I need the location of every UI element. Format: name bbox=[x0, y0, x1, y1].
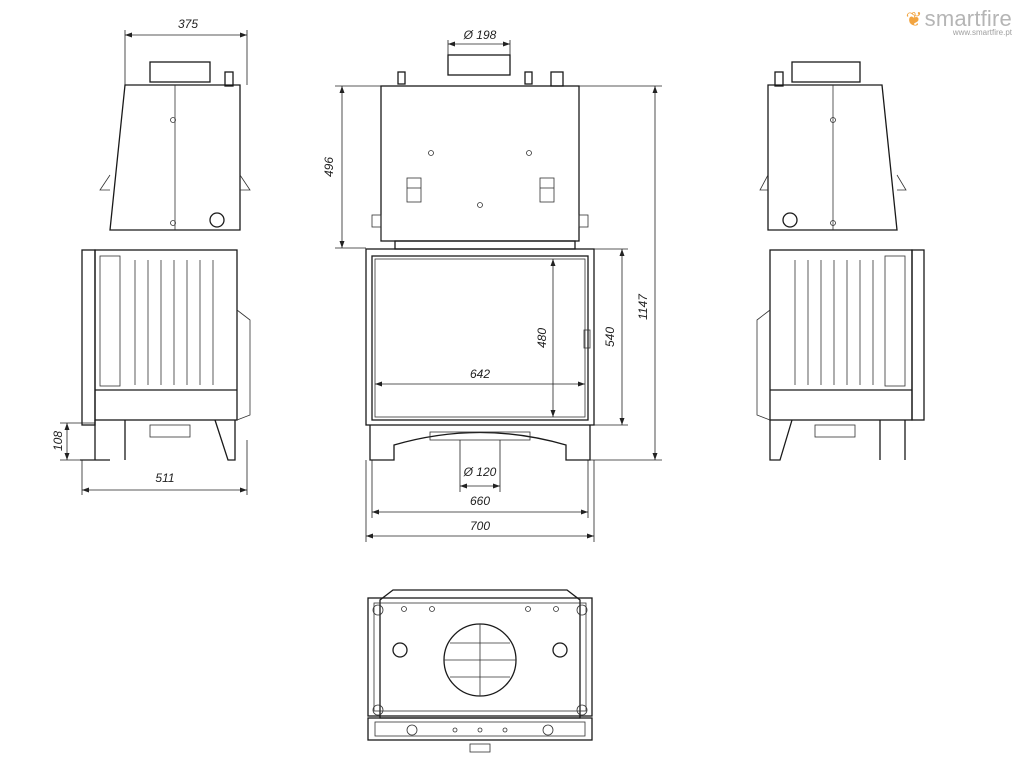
dim-total-width: 700 bbox=[470, 519, 490, 533]
dim-door-height: 540 bbox=[603, 327, 617, 347]
left-side-view bbox=[80, 61, 251, 461]
dim-glass-height: 480 bbox=[535, 328, 549, 348]
front-dimensions bbox=[335, 40, 662, 542]
dim-door-width: 642 bbox=[470, 367, 490, 381]
dim-inner-width: 660 bbox=[470, 494, 490, 508]
dim-side-base-width: 511 bbox=[155, 471, 174, 485]
brand-url: www.smartfire.pt bbox=[952, 28, 1012, 37]
dim-air-inlet-diameter: Ø 120 bbox=[463, 465, 497, 479]
dim-hood-height: 496 bbox=[322, 157, 336, 177]
flame-icon: ❦ bbox=[905, 9, 923, 31]
brand-logo: ❦smartfire www.smartfire.pt bbox=[906, 6, 1012, 37]
side-ribs bbox=[134, 260, 214, 385]
dim-side-leg-height: 108 bbox=[51, 431, 65, 451]
dim-side-top-width: 375 bbox=[178, 17, 198, 31]
left-dimensions bbox=[60, 30, 248, 495]
top-view bbox=[367, 589, 593, 753]
dim-total-height: 1147 bbox=[636, 293, 650, 320]
front-view bbox=[365, 54, 595, 461]
right-side-view bbox=[756, 61, 925, 461]
brand-name: ❦smartfire bbox=[905, 6, 1012, 31]
dim-flue-diameter: Ø 198 bbox=[463, 28, 497, 42]
right-side-ribs bbox=[794, 260, 874, 385]
